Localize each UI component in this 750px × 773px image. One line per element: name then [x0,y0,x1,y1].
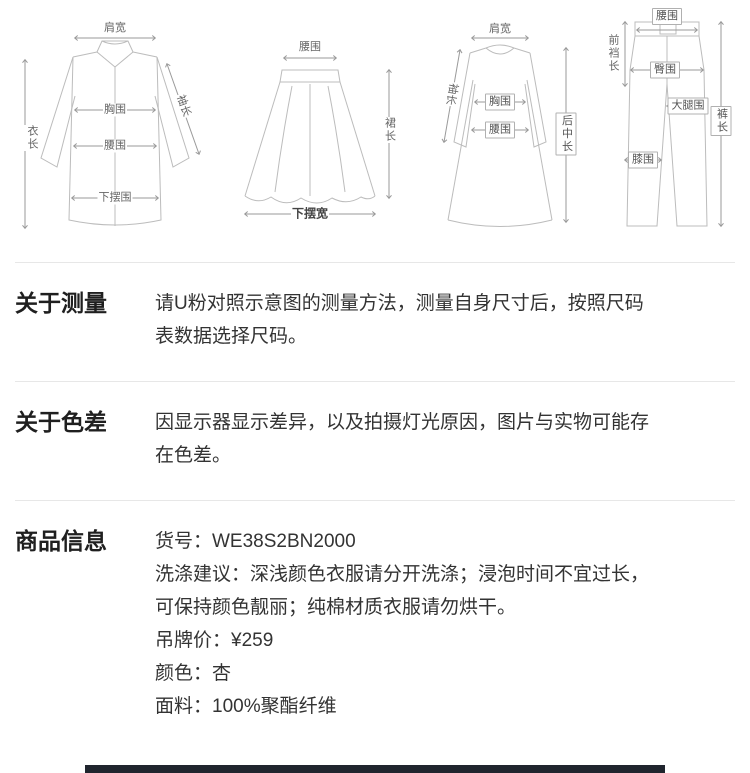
pants-diagram: 腰围 前裆长 臀围 大腿围 膝围 裤长 [597,8,737,240]
product-info-list: 货号：WE38S2BN2000 洗涤建议：深浅颜色衣服请分开洗涤；浸泡时间不宜过… [155,525,735,723]
pants-front-rise-label: 前裆长 [605,34,620,73]
skirt-length-label: 裙长 [381,117,397,143]
product-color: 颜色：杏 [155,663,232,684]
section-text-measure: 请U粉对照示意图的测量方法，测量自身尺寸后，按照尺码表数据选择尺码。 [155,293,644,347]
dress-chest-label: 胸围 [485,93,515,111]
dress-diagram: 肩宽 袖长 胸围 腰围 后中长 [420,22,590,242]
shirt-shoulder-width-label: 肩宽 [103,22,127,35]
section-title-measure: 关于测量 [15,290,107,316]
product-washing-instructions: 洗涤建议：深浅颜色衣服请分开洗涤；浸泡时间不宜过长，可保持颜色靓丽；纯棉材质衣服… [155,564,650,618]
skirt-waist-label: 腰围 [298,41,322,54]
shirt-diagram: 肩宽 衣长 胸围 腰围 下摆围 袖长 [15,22,215,237]
skirt-hem-width-label: 下摆宽 [290,206,330,221]
section-about-color: 关于色差 因显示器显示差异，以及拍摄灯光原因，图片与实物可能存在色差。 [15,381,735,500]
section-title-color: 关于色差 [15,409,107,435]
footer-bar [85,765,665,773]
shirt-length-label: 衣长 [24,125,39,151]
measurement-diagrams: 肩宽 衣长 胸围 腰围 下摆围 袖长 [0,0,750,252]
dress-back-length-label: 后中长 [555,112,577,156]
shirt-outline-drawing [22,35,201,230]
shirt-hem-label: 下摆围 [97,191,133,205]
shirt-waist-label: 腰围 [103,139,127,153]
section-text-color: 因显示器显示差异，以及拍摄灯光原因，图片与实物可能存在色差。 [155,412,650,466]
dress-shoulder-width-label: 肩宽 [488,23,512,36]
pants-waist-label: 腰围 [652,8,682,25]
section-title-product: 商品信息 [15,528,107,554]
product-fabric: 面料：100%聚酯纤维 [155,696,337,717]
dress-waist-label: 腰围 [485,121,515,139]
skirt-outline-drawing [243,55,392,217]
pants-knee-label: 膝围 [628,151,658,169]
section-product-info: 商品信息 货号：WE38S2BN2000 洗涤建议：深浅颜色衣服请分开洗涤；浸泡… [15,500,735,751]
product-tag-price: 吊牌价：¥259 [155,630,274,651]
section-about-measurement: 关于测量 请U粉对照示意图的测量方法，测量自身尺寸后，按照尺码表数据选择尺码。 [15,262,735,381]
dress-outline-drawing [441,35,569,227]
shirt-chest-label: 胸围 [103,103,127,117]
pants-thigh-label: 大腿围 [667,97,709,115]
pants-length-label: 裤长 [710,106,732,136]
skirt-diagram: 腰围 裙长 下摆宽 [225,38,405,228]
pants-hip-label: 臀围 [650,61,680,79]
product-item-number: 货号：WE38S2BN2000 [155,531,356,552]
